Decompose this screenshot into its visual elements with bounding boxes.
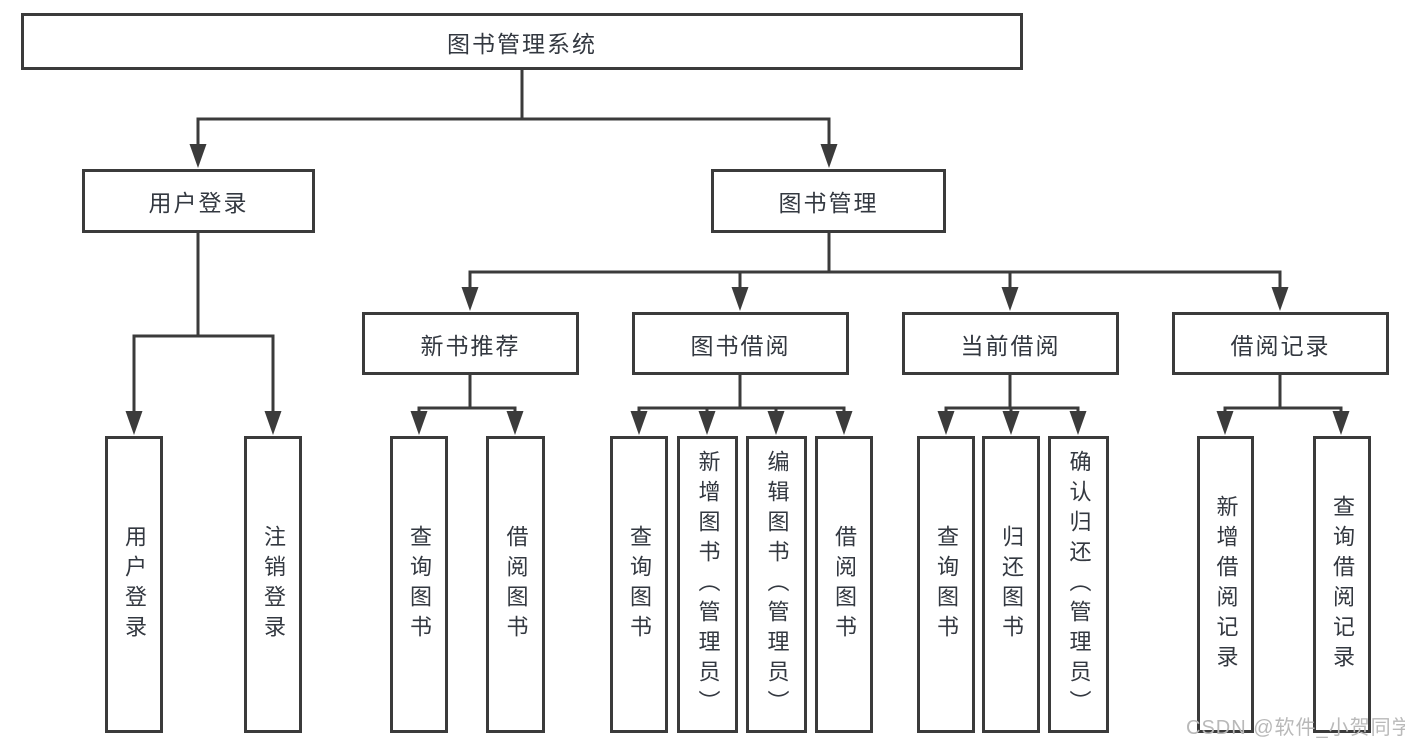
leaf-label: 确认归还（管理员） (1066, 449, 1092, 720)
leaf-borrow-books: 借阅图书 (815, 436, 873, 733)
leaf-return-books: 归还图书 (982, 436, 1040, 733)
node-book-borrow: 图书借阅 (632, 312, 849, 375)
node-book-management-label: 图书管理 (778, 190, 879, 216)
node-current-borrow: 当前借阅 (902, 312, 1119, 375)
leaf-label: 借阅图书 (503, 524, 529, 645)
leaf-user-login: 用户登录 (105, 436, 163, 733)
leaf-label: 新增借阅记录 (1213, 494, 1239, 675)
csdn-watermark: CSDN @软件_小贺同学 (1186, 717, 1405, 739)
leaf-logout-label: 注销登录 (261, 524, 286, 645)
leaf-label: 编辑图书（管理员） (764, 449, 790, 720)
leaf-recommend-borrow-books: 借阅图书 (486, 436, 545, 733)
leaf-label: 查询图书 (407, 524, 432, 645)
node-book-management: 图书管理 (711, 169, 946, 233)
leaf-label: 查询图书 (934, 524, 959, 645)
leaf-current-query-books: 查询图书 (917, 436, 975, 733)
node-root: 图书管理系统 (21, 13, 1023, 70)
leaf-query-borrow-record: 查询借阅记录 (1313, 436, 1371, 733)
leaf-label: 查询图书 (627, 524, 652, 645)
leaf-recommend-query-books: 查询图书 (390, 436, 448, 733)
node-new-book-recommend-label: 新书推荐 (420, 332, 521, 359)
leaf-label: 归还图书 (999, 524, 1024, 645)
leaf-label: 查询借阅记录 (1330, 494, 1355, 675)
leaf-add-borrow-record: 新增借阅记录 (1197, 436, 1254, 733)
leaf-label: 新增图书（管理员） (695, 449, 721, 720)
node-book-borrow-label: 图书借阅 (690, 332, 791, 359)
leaf-borrow-query-books: 查询图书 (610, 436, 668, 733)
leaf-label: 借阅图书 (832, 524, 857, 645)
node-borrow-record-label: 借阅记录 (1230, 332, 1331, 359)
leaf-edit-books-admin: 编辑图书（管理员） (746, 436, 807, 733)
leaf-logout: 注销登录 (244, 436, 302, 733)
node-user-login-label: 用户登录 (148, 190, 249, 216)
node-current-borrow-label: 当前借阅 (960, 332, 1061, 359)
arrowheads (125, 144, 1350, 435)
leaf-confirm-return-admin: 确认归还（管理员） (1048, 436, 1109, 733)
node-user-login: 用户登录 (82, 169, 315, 233)
leaf-user-login-label: 用户登录 (122, 524, 147, 645)
leaf-add-books-admin: 新增图书（管理员） (677, 436, 738, 733)
node-new-book-recommend: 新书推荐 (362, 312, 579, 375)
node-borrow-record: 借阅记录 (1172, 312, 1389, 375)
node-root-label: 图书管理系统 (447, 30, 597, 57)
